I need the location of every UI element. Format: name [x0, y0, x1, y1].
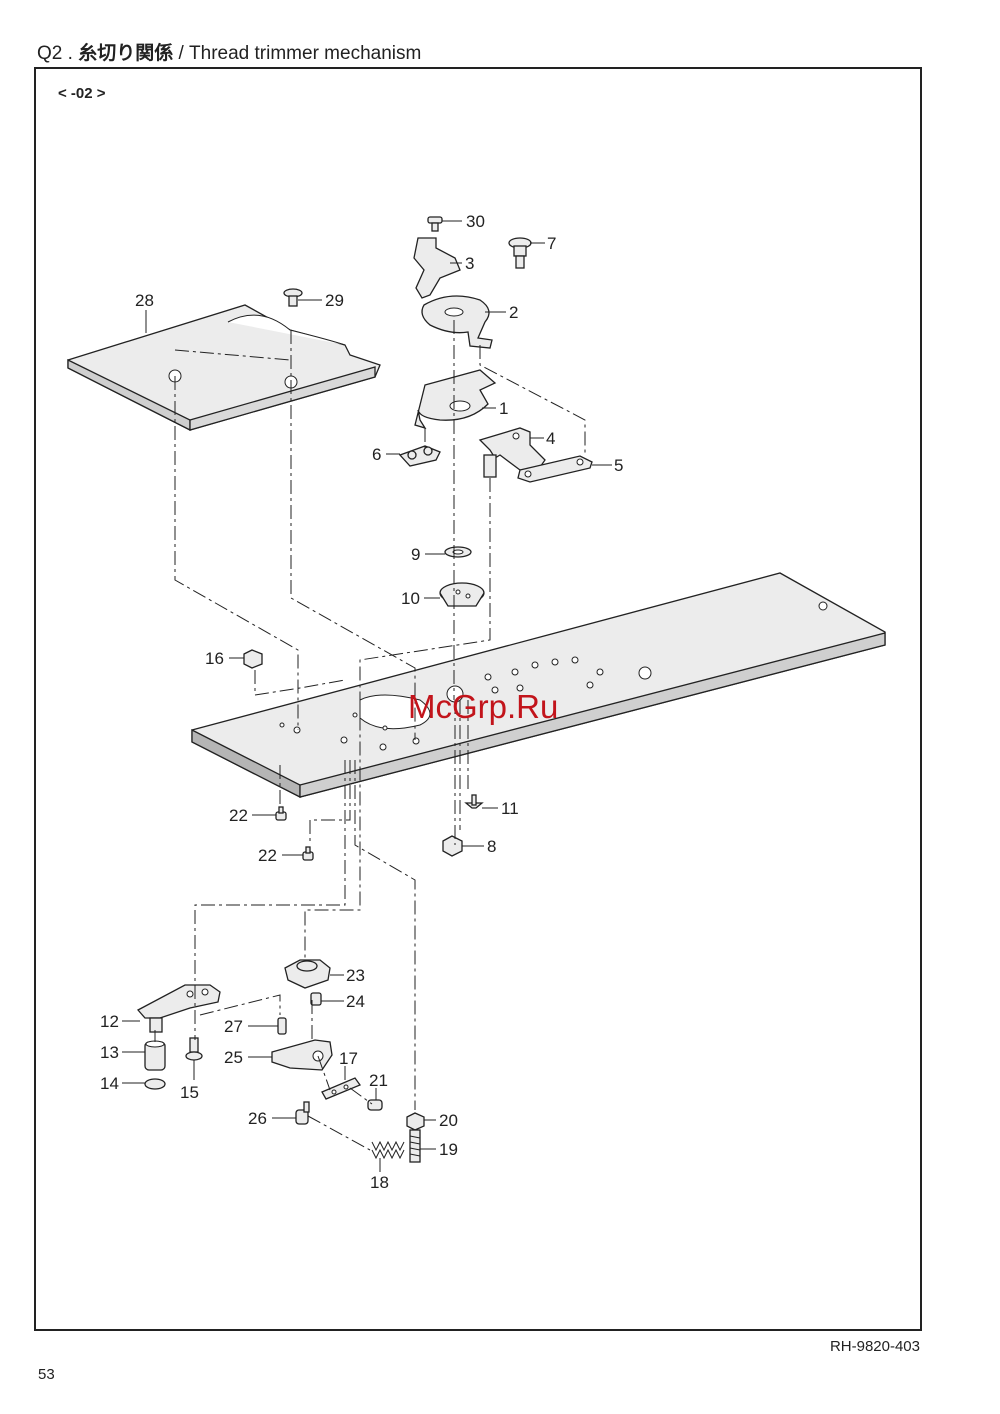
- callout-5: 5: [614, 456, 623, 475]
- callout-15: 15: [180, 1083, 199, 1102]
- page-title: Q2 . 糸切り関係 / Thread trimmer mechanism: [37, 38, 421, 65]
- callout-7: 7: [547, 234, 556, 253]
- lever-12: [136, 984, 221, 1033]
- base-plate: [191, 572, 886, 799]
- link-5: [517, 455, 593, 483]
- callout-13: 13: [100, 1043, 119, 1062]
- lever-4: [478, 427, 546, 478]
- cam-plate-1: [414, 369, 497, 430]
- snap-ring-14: [144, 1078, 166, 1090]
- watermark: McGrp.Ru: [408, 688, 559, 725]
- screw-24: [310, 992, 322, 1006]
- callout-28: 28: [135, 291, 154, 310]
- callout-18: 18: [370, 1173, 389, 1192]
- document-reference: RH-9820-403: [829, 1338, 920, 1355]
- washer-9: [444, 546, 472, 558]
- callout-16: 16: [205, 649, 224, 668]
- callout-11: 11: [501, 799, 519, 818]
- callout-22-lower: 22: [258, 846, 277, 865]
- screw-21: [367, 1099, 383, 1111]
- callout-20: 20: [439, 1111, 458, 1130]
- title-prefix: Q2 .: [37, 43, 79, 64]
- screw-29: [283, 288, 303, 307]
- cover-plate-28: [67, 304, 381, 432]
- diagram-frame: [34, 67, 922, 1331]
- callout-17: 17: [339, 1049, 358, 1068]
- variant-label: < -02 >: [58, 85, 106, 102]
- title-japanese: 糸切り関係: [78, 43, 174, 64]
- assembly-lines: [154, 320, 586, 1151]
- callout-6: 6: [372, 445, 381, 464]
- callout-4: 4: [546, 429, 555, 448]
- callout-27: 27: [224, 1017, 243, 1036]
- bracket-23: [284, 959, 331, 989]
- callout-12: 12: [100, 1012, 119, 1031]
- screw-11: [464, 794, 484, 809]
- callout-30: 30: [466, 212, 485, 231]
- screw-15: [185, 1037, 203, 1061]
- callout-19: 19: [439, 1140, 458, 1159]
- callout-3: 3: [465, 254, 474, 273]
- spring-18: [371, 1140, 405, 1160]
- nut-8: [442, 835, 463, 857]
- shoulder-screw-7: [508, 237, 532, 269]
- screw-22-upper: [275, 806, 287, 821]
- nut-20: [406, 1112, 425, 1131]
- callouts: 30 7 3 29 28 2 1 4 6 5 9 10 16 11 22 8 2: [100, 212, 623, 1192]
- lever-25: [271, 1039, 333, 1071]
- callout-24: 24: [346, 992, 365, 1011]
- nut-16: [243, 649, 263, 669]
- screw-22-lower: [302, 846, 314, 861]
- collar-10: [439, 582, 485, 607]
- callout-14: 14: [100, 1074, 119, 1093]
- link-plate-3: [413, 237, 461, 299]
- title-english: / Thread trimmer mechanism: [173, 43, 422, 64]
- callout-26: 26: [248, 1109, 267, 1128]
- callout-2: 2: [509, 303, 518, 322]
- callout-23: 23: [346, 966, 365, 985]
- stud-plate-6: [398, 445, 441, 467]
- pin-27: [277, 1017, 287, 1035]
- cam-plate-2: [421, 295, 493, 349]
- callout-9: 9: [411, 545, 420, 564]
- screw-26: [295, 1101, 310, 1125]
- bushing-13: [144, 1040, 166, 1071]
- page-number: 53: [38, 1366, 55, 1383]
- adjusting-screw-19: [409, 1129, 421, 1163]
- callout-29: 29: [325, 291, 344, 310]
- callout-1: 1: [499, 399, 508, 418]
- screw-30: [427, 216, 443, 232]
- callout-22-upper: 22: [229, 806, 248, 825]
- callout-8: 8: [487, 837, 496, 856]
- callout-21: 21: [369, 1071, 388, 1090]
- callout-10: 10: [401, 589, 420, 608]
- callout-25: 25: [224, 1048, 243, 1067]
- plate-17: [321, 1077, 362, 1100]
